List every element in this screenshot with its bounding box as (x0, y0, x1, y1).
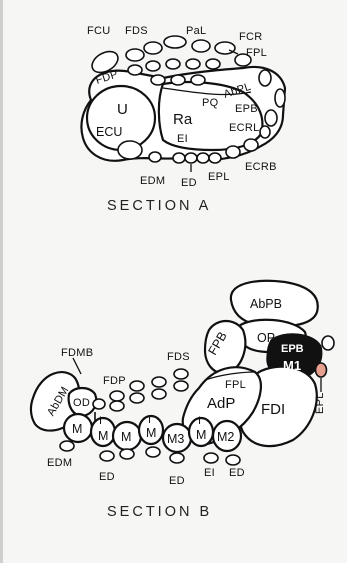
label-pal: PaL (186, 25, 206, 37)
tendon (165, 58, 181, 70)
leader-line (228, 49, 239, 55)
label-fdi: FDI (261, 401, 285, 418)
label-fpl: FPL (225, 379, 246, 391)
ed-tendon (184, 152, 198, 164)
label-epl: EPL (208, 171, 230, 183)
section-a-diagram: FCU FDS PaL FCR FPL FDP U ECU Ra PQ AbPL… (80, 25, 287, 214)
ecrl-tendon (264, 109, 278, 127)
label-epb: EPB (281, 343, 304, 355)
label-ed-1: ED (99, 471, 115, 483)
label-fdp: FDP (103, 375, 126, 387)
tendon (205, 58, 221, 70)
label-od: OD (73, 397, 90, 409)
ecrb-tendon (243, 138, 259, 152)
label-epl: EPL (314, 392, 326, 414)
label-m-2a: M (196, 428, 206, 442)
fcr-tendon (214, 41, 236, 55)
edm-tendon (148, 151, 162, 163)
tendon (170, 74, 186, 86)
tendon (143, 41, 163, 55)
label-radius: Ra (173, 111, 193, 128)
fpl-line (204, 371, 256, 381)
label-adp: AdP (207, 395, 235, 412)
label-m-4: M (98, 429, 108, 443)
flexor-tendons (92, 368, 189, 412)
label-ulna: U (117, 101, 128, 118)
label-i-3: I (198, 415, 201, 427)
label-edm: EDM (47, 457, 72, 469)
epl-tendon-highlight (314, 362, 328, 378)
ed-tendon (208, 152, 222, 164)
tendon (191, 39, 211, 53)
label-m1: M1 (283, 358, 301, 373)
ed-tendon (196, 152, 210, 164)
tendon (125, 48, 145, 62)
label-fcr: FCR (239, 31, 263, 43)
fpl-tendon (234, 53, 252, 67)
tendon (259, 125, 271, 139)
label-fds: FDS (167, 351, 190, 363)
label-m-3a: M (146, 426, 156, 440)
label-m3: M3 (167, 432, 184, 446)
label-fdmb: FDMB (61, 347, 93, 359)
label-i-1: I (99, 415, 102, 427)
tendon (150, 74, 166, 86)
label-op: OP (257, 331, 275, 345)
label-ed-2: ED (169, 475, 185, 487)
metacarpal (137, 414, 165, 446)
label-m-5: M (72, 422, 82, 436)
section-a-title: SECTION A (107, 198, 211, 214)
tendon (145, 60, 161, 72)
anatomy-diagram: FCU FDS PaL FCR FPL FDP U ECU Ra PQ AbPL… (29, 25, 335, 520)
label-fcu: FCU (87, 25, 111, 37)
tendon (321, 335, 335, 351)
label-abpb: AbPB (250, 297, 282, 311)
epb-tendon (274, 88, 286, 108)
label-ecrb: ECRB (245, 161, 277, 173)
label-ed-3: ED (229, 467, 245, 479)
epl-tendon (225, 145, 241, 159)
section-b-diagram: AbPB OP FPB EPB M1 FDMB FDS FDP AbDM OD … (29, 279, 335, 520)
label-ei: EI (204, 467, 215, 479)
label-epb: EPB (235, 103, 258, 115)
label-ecu: ECU (96, 125, 122, 139)
tendon (127, 64, 143, 76)
extensor-tendons (59, 440, 241, 466)
fcu-muscle (91, 50, 119, 74)
label-fds: FDS (125, 25, 148, 37)
tendon (185, 58, 201, 70)
metacarpal-m2 (211, 419, 243, 453)
label-m-4b: M (121, 430, 131, 444)
ecu-muscle (117, 140, 143, 160)
label-edm: EDM (140, 175, 165, 187)
tendon (190, 74, 206, 86)
label-pq: PQ (202, 97, 219, 109)
section-b-title: SECTION B (107, 504, 212, 520)
label-ed: ED (181, 177, 197, 189)
ulna-bone (85, 84, 157, 152)
pal-tendon (163, 35, 187, 49)
pq-line (162, 87, 252, 96)
label-m2: M2 (217, 430, 234, 444)
label-ei: EI (177, 133, 188, 145)
label-ecrl: ECRL (229, 122, 260, 134)
label-fpl: FPL (246, 47, 267, 59)
abpl-tendon (258, 69, 272, 87)
ed-tendon (172, 152, 186, 164)
label-i-2: I (148, 414, 151, 426)
leader-line (72, 357, 82, 375)
